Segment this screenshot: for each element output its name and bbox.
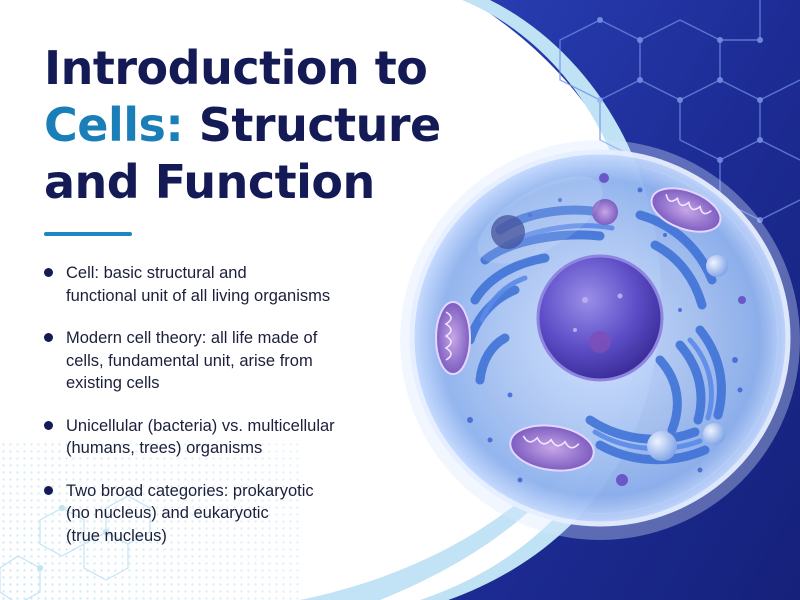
bullet-dot-icon bbox=[44, 485, 53, 495]
bullet-line: cells, fundamental unit, arise from bbox=[66, 351, 313, 370]
bullet-line: (true nucleus) bbox=[66, 526, 167, 545]
bullet-line: functional unit of all living organisms bbox=[66, 286, 331, 305]
bullet-list: Cell: basic structural and functional un… bbox=[44, 262, 404, 567]
bullet-dot-icon bbox=[44, 268, 53, 277]
eukaryotic-cell-illustration bbox=[400, 140, 800, 540]
hexagon-pattern-icon bbox=[0, 495, 151, 600]
bullet-item: Two broad categories: prokaryotic (no nu… bbox=[44, 480, 404, 548]
bullet-line: Two broad categories: prokaryotic bbox=[66, 481, 314, 500]
title-accent: Cells: bbox=[44, 98, 184, 152]
title-line-2-rest: Structure bbox=[198, 98, 441, 152]
title-underline bbox=[44, 232, 132, 236]
bullet-item: Unicellular (bacteria) vs. multicellular… bbox=[44, 415, 404, 460]
title-line-3: and Function bbox=[44, 155, 375, 209]
slide-title: Introduction to Cells: Structure and Fun… bbox=[44, 40, 441, 211]
bullet-line: (humans, trees) organisms bbox=[66, 439, 263, 457]
bullet-item: Modern cell theory: all life made of cel… bbox=[44, 327, 404, 395]
bullet-item: Cell: basic structural and functional un… bbox=[44, 262, 404, 307]
bullet-line: (no nucleus) and eukaryotic bbox=[66, 504, 269, 522]
bullet-line: Unicellular (bacteria) vs. multicellular bbox=[66, 416, 335, 435]
bullet-line: Cell: basic structural and bbox=[66, 264, 247, 282]
bullet-line: Modern cell theory: all life made of bbox=[66, 329, 318, 347]
bullet-dot-icon bbox=[44, 420, 53, 430]
molecule-network-icon bbox=[559, 0, 800, 223]
bullet-dot-icon bbox=[44, 333, 53, 342]
title-line-1: Introduction to bbox=[44, 41, 428, 95]
bullet-line: existing cells bbox=[66, 374, 160, 392]
